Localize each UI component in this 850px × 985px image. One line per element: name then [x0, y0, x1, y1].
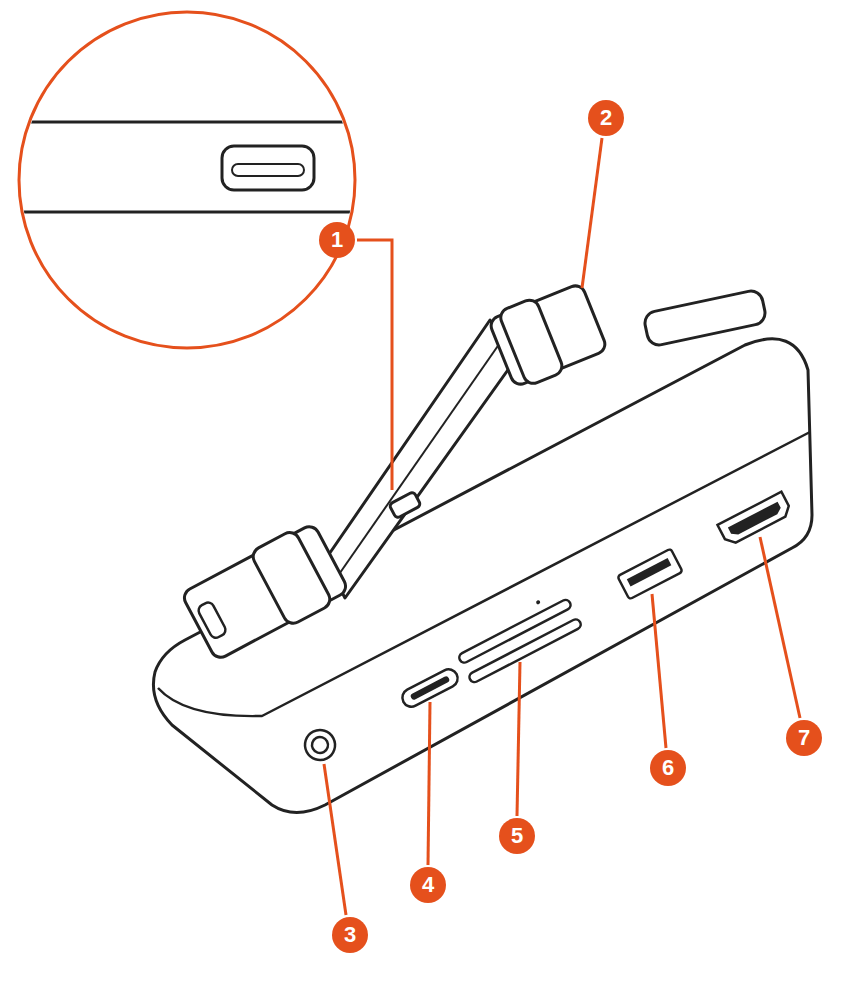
callout-number: 2: [600, 107, 612, 129]
callout-badge: 1: [319, 222, 355, 258]
usb-c-cable: [179, 279, 767, 664]
callout-number: 3: [344, 924, 356, 946]
callout-number: 4: [422, 874, 434, 896]
callout-badge: 7: [786, 720, 822, 756]
callout-number: 6: [662, 757, 674, 779]
callout-badge: 5: [499, 818, 535, 854]
hdmi-port: [718, 492, 793, 547]
plug-housing: [487, 279, 610, 391]
card-slots: [452, 588, 582, 684]
leader-lines: [324, 138, 800, 915]
female-connector: [179, 520, 351, 665]
callout-number: 5: [511, 825, 523, 847]
usb-a-port: [617, 549, 682, 600]
callout-number: 7: [798, 727, 810, 749]
magnifier-detail: [0, 12, 380, 348]
callout-badge: 4: [410, 867, 446, 903]
callout-number: 1: [331, 229, 343, 251]
audio-jack: [300, 725, 340, 765]
hub-body: [153, 339, 812, 813]
callout-badge: 6: [650, 750, 686, 786]
callout-badge: 3: [332, 917, 368, 953]
callout-badge: 2: [588, 100, 624, 136]
usb-c-plug: [643, 289, 767, 347]
